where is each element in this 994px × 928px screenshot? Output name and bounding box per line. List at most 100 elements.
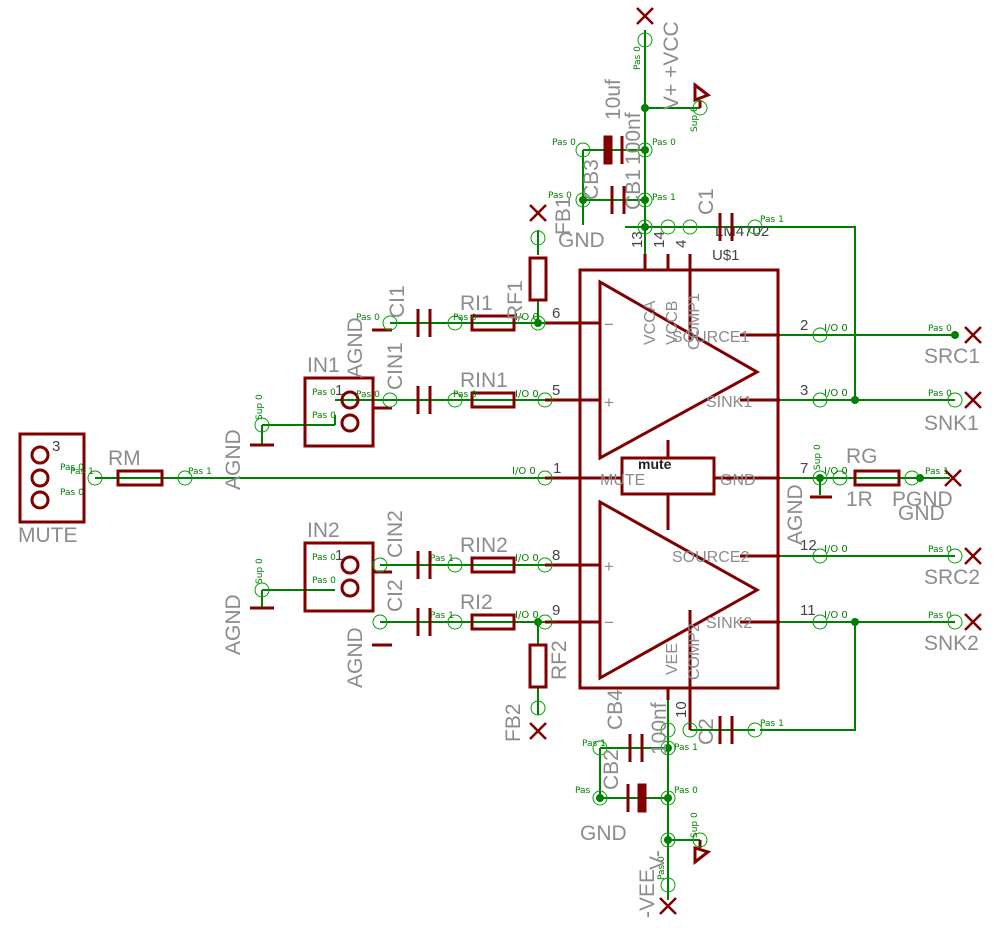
pin-label: Pas 0 xyxy=(312,388,336,398)
pin-label: Sup 0 xyxy=(690,106,700,132)
pin-label: I/O 0 xyxy=(515,312,539,323)
pin-number-9: 9 xyxy=(552,602,560,619)
pin-label: I/O 0 xyxy=(824,466,848,477)
resistor-rf2 xyxy=(528,643,548,689)
pin-label: Sup 0 xyxy=(690,812,700,838)
pin-label: Pas 0 xyxy=(928,324,952,334)
pin-number-5: 5 xyxy=(552,382,560,399)
resistors xyxy=(116,256,901,689)
connector-pin-1: 1 xyxy=(335,382,343,399)
pin-mute: MUTE xyxy=(600,472,645,489)
net-snk2: SNK2 xyxy=(924,632,979,655)
label-rin1: RIN1 xyxy=(460,369,508,392)
connector-pin-3: 3 xyxy=(52,438,60,455)
resistor-rg xyxy=(853,469,901,487)
net-pgnd: PGND xyxy=(892,488,953,511)
label-ri2: RI2 xyxy=(460,591,493,614)
net-snk1: SNK1 xyxy=(924,412,979,435)
pin-label: Pas 0 xyxy=(552,138,576,148)
label-cb-value-top: 100nf xyxy=(622,112,645,165)
label-cin2: CIN2 xyxy=(384,510,407,558)
resistor-ri1 xyxy=(470,314,516,332)
net-v-minus: V- xyxy=(646,850,669,870)
chip-part: LM4702 xyxy=(715,223,769,240)
pin-vee: VEE xyxy=(664,643,681,675)
pin-label: Pas 0 xyxy=(356,313,380,323)
pin-label: Pas 0 xyxy=(674,786,698,796)
pin-number-2: 2 xyxy=(800,317,808,334)
pin-label: Sup 0 xyxy=(255,558,265,584)
net-vcc: V+ +VCC xyxy=(660,21,683,110)
pin-comp1: COMP1 xyxy=(686,293,703,350)
pin-vcca: VCCA xyxy=(642,300,659,345)
opamp2-plus: + xyxy=(604,557,614,576)
pin-label: I/O 0 xyxy=(824,323,848,334)
label-ri1: RI1 xyxy=(460,292,493,315)
component-labels: RI1 RIN1 RF1 RM RIN2 RI2 RF2 RG 1R CI1 C… xyxy=(18,79,878,790)
pin-label: Pas 0 xyxy=(928,389,952,399)
net-gnd-top: GND xyxy=(558,229,605,252)
pin-label: Pas 0 xyxy=(657,856,667,880)
pin-number-12: 12 xyxy=(800,537,817,554)
resistor-rin2 xyxy=(470,556,516,574)
label-in2: IN2 xyxy=(307,519,340,542)
pin-sink2: SINK2 xyxy=(706,615,752,632)
pin-label: Pas 1 xyxy=(582,739,606,749)
pin-number-1: 1 xyxy=(553,460,561,477)
label-fb2: FB2 xyxy=(502,703,525,742)
label-c2: C2 xyxy=(695,718,718,745)
pin-label: Pas 1 xyxy=(674,743,698,753)
pin-label: I/O 0 xyxy=(824,388,848,399)
label-cb1: CB1 xyxy=(622,169,645,210)
connector-pin-1: 1 xyxy=(335,547,343,564)
pin-label: Pas 0 xyxy=(356,390,380,400)
pin-label: Pas 0 xyxy=(60,488,84,498)
net-agnd-1: AGND xyxy=(344,317,367,378)
pin-label: Pas 0 xyxy=(312,576,336,586)
chip-name: U$1 xyxy=(712,247,740,264)
pin-number-4: 4 xyxy=(673,240,690,248)
pin-label: Pas xyxy=(575,786,591,796)
pin-label: I/O 0 xyxy=(515,389,539,400)
pin-label: I/O 0 xyxy=(824,544,848,555)
net-vee: -VEE xyxy=(636,869,659,918)
pin-label: I/O 0 xyxy=(515,610,539,621)
pin-label: I/O 0 xyxy=(824,610,848,621)
pin-label: Pas 0 xyxy=(453,313,477,323)
pin-number-10: 10 xyxy=(673,701,690,718)
mute-block-label: mute xyxy=(638,456,672,472)
label-ci1: CI1 xyxy=(386,285,409,318)
pin-number-13: 13 xyxy=(629,231,646,248)
capacitors xyxy=(416,135,734,813)
pin-label: Pas 0 xyxy=(312,553,336,563)
label-fb1: FB1 xyxy=(552,196,575,235)
in1-connector xyxy=(303,376,375,448)
pin-text-labels: Pas 0 Pas 0 Pas 0 Pas 1 Pas 1 Pas 0 Pas … xyxy=(60,46,952,880)
label-cb-value-bottom: 100nf xyxy=(648,702,671,755)
label-cb4: CB4 xyxy=(604,689,627,730)
chip-u1: − + + − VCCA VCCB COMP1 SOURCE1 SINK1 MU… xyxy=(545,223,817,730)
pin-label: Pas 1 xyxy=(70,467,94,477)
pin-label: Pas 0 xyxy=(60,463,84,473)
label-mute-connector: MUTE xyxy=(18,524,78,547)
net-gnd-right: GND xyxy=(898,502,945,525)
label-rf1: RF1 xyxy=(504,280,527,320)
pin-label: I/O 0 xyxy=(512,466,536,477)
label-cb2: CB2 xyxy=(600,749,623,790)
pin-sink1: SINK1 xyxy=(706,394,752,411)
label-electrolytic-value: 10uf xyxy=(602,79,625,120)
pin-gnd: GND xyxy=(720,472,756,489)
pin-number-11: 11 xyxy=(800,602,816,619)
opamp2-minus: − xyxy=(604,613,614,632)
net-src1: SRC1 xyxy=(924,345,980,368)
pin-source2: SOURCE2 xyxy=(672,549,749,566)
net-agnd-4: AGND xyxy=(344,627,367,688)
label-cin1: CIN1 xyxy=(384,342,407,390)
no-connect-marks xyxy=(529,7,982,915)
pin-label: Pas 0 xyxy=(453,390,477,400)
opamp1-plus: + xyxy=(604,393,614,412)
pin-label: Pas 0 xyxy=(548,191,572,201)
in2-connector xyxy=(303,541,375,613)
pin-label: Pas 0 xyxy=(928,611,952,621)
